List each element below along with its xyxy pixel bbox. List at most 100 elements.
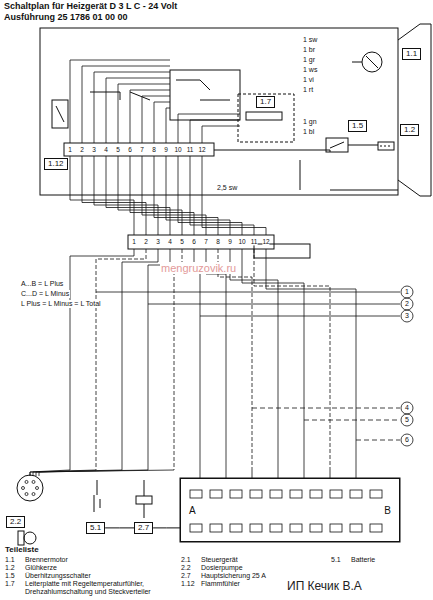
internal-wire	[166, 108, 170, 143]
terminal-number: 5	[405, 416, 409, 424]
heater-housing	[398, 24, 431, 196]
callout-number: 1.5	[4, 572, 16, 580]
label-wrap: 11	[251, 238, 258, 245]
part-name: Leiterplatte mit Regeltemperaturfühler, …	[24, 580, 176, 595]
subtitle: Ausführung 25 1786 01 00 00	[3, 13, 129, 23]
unit-pin	[330, 524, 342, 532]
pin-number: 1	[132, 238, 136, 245]
wire-code: 1 sw	[302, 36, 318, 44]
callout-box: 1.1	[402, 48, 421, 60]
pin-number: 9	[228, 238, 232, 245]
part-name: Brennermotor	[24, 556, 69, 564]
label-wrap: Batterie	[350, 556, 376, 564]
label-wrap: 12	[262, 238, 269, 245]
unit-pin	[190, 490, 202, 498]
unit-wire	[252, 470, 253, 478]
label-wrap: 3	[156, 238, 160, 245]
callout-number: 2.7	[136, 524, 151, 533]
pin-number: 11	[187, 146, 194, 153]
label-wrap: 2.7	[180, 572, 192, 580]
terminal-wire	[148, 304, 400, 305]
unit-pin	[210, 524, 222, 532]
label-wrap: 3	[92, 146, 96, 153]
note: C...D = L Minus	[20, 290, 70, 298]
label-wrap: 9	[228, 238, 232, 245]
pin-number: 8	[216, 238, 220, 245]
internal-wire	[130, 90, 170, 143]
terminal-circle	[401, 434, 413, 446]
harness-wire	[70, 249, 134, 470]
label-wrap: 2	[144, 238, 148, 245]
harness-wire	[106, 156, 170, 235]
label-wrap: 4	[104, 146, 108, 153]
label-wrap: 1	[132, 238, 136, 245]
terminal-number: 4	[405, 404, 409, 412]
label-wrap: Dosierpumpe	[200, 564, 244, 572]
pin-number: 6	[128, 146, 132, 153]
pin-number: 10	[238, 238, 245, 245]
callout-box: 5.1	[86, 522, 105, 534]
label-wrap: 12	[198, 146, 205, 153]
label-wrap: Steuergerät	[200, 556, 239, 564]
wire-code: 2,5 sw	[216, 184, 238, 192]
callout-number: 5.1	[88, 524, 103, 533]
label-wrap: 4	[405, 404, 409, 412]
pump-coil	[18, 531, 24, 545]
terminal-number: 2	[405, 300, 409, 308]
label-wrap: 1 vi	[302, 76, 315, 84]
terminal-number: 3	[405, 312, 409, 320]
harness-wire	[194, 249, 200, 470]
unit-wire	[330, 470, 331, 478]
board-connector	[246, 112, 282, 120]
part-name: Flammfühler	[200, 580, 241, 588]
part-name: Glühkerze	[24, 564, 58, 572]
unit-pin	[350, 524, 362, 532]
unit-pin	[230, 490, 242, 498]
pin-number: 7	[140, 146, 144, 153]
connector-pin	[32, 480, 35, 483]
callout-number: 1.1	[4, 556, 16, 564]
connector-pin	[36, 487, 39, 490]
label-wrap: 1 br	[302, 46, 316, 54]
label-wrap: 8	[152, 146, 156, 153]
label-wrap: 2	[405, 300, 409, 308]
harness-wire	[94, 156, 158, 235]
circuit-board	[238, 94, 294, 142]
label-wrap: 10	[238, 238, 245, 245]
internal-wire	[94, 72, 170, 143]
label-wrap: 5	[180, 238, 184, 245]
connector-letter: B	[382, 505, 393, 516]
unit-pin	[370, 490, 382, 498]
pin-number: 5	[116, 146, 120, 153]
unit-wire	[304, 470, 305, 478]
internal-wire	[70, 60, 170, 143]
label-wrap: 4	[168, 238, 172, 245]
unit-wire	[278, 470, 279, 478]
label-wrap: 1 gn	[302, 118, 318, 126]
terminal-circle	[401, 414, 413, 426]
label-wrap: 1	[405, 288, 409, 296]
callout-box: 1.12	[44, 158, 68, 170]
pin-number: 9	[164, 146, 168, 153]
wire-code: 1 br	[302, 46, 316, 54]
pin-number: 6	[192, 238, 196, 245]
pin-number: 2	[80, 146, 84, 153]
callout-number: 1.12	[46, 160, 66, 169]
callout-box: 2.2	[6, 516, 25, 528]
label-wrap: 2	[80, 146, 84, 153]
label-wrap: 6	[128, 146, 132, 153]
unit-pin	[210, 490, 222, 498]
harness-wire	[148, 249, 170, 470]
callout-number: 1.2	[4, 564, 16, 572]
title-wrap: Schaltplan für Heizgerät D 3 L C - 24 Vo…	[3, 2, 178, 12]
label-wrap: 1 gr	[302, 56, 316, 64]
terminal-circle	[401, 286, 413, 298]
label-wrap: 1.12	[180, 580, 196, 588]
motor-detail	[352, 56, 378, 68]
label-wrap: Glühkerze	[24, 564, 58, 572]
unit-pin	[270, 490, 282, 498]
label-wrap: 1 rt	[302, 86, 314, 94]
unit-wire	[200, 470, 201, 478]
callout-number: 1.7	[258, 98, 273, 107]
harness-wire	[70, 156, 134, 235]
